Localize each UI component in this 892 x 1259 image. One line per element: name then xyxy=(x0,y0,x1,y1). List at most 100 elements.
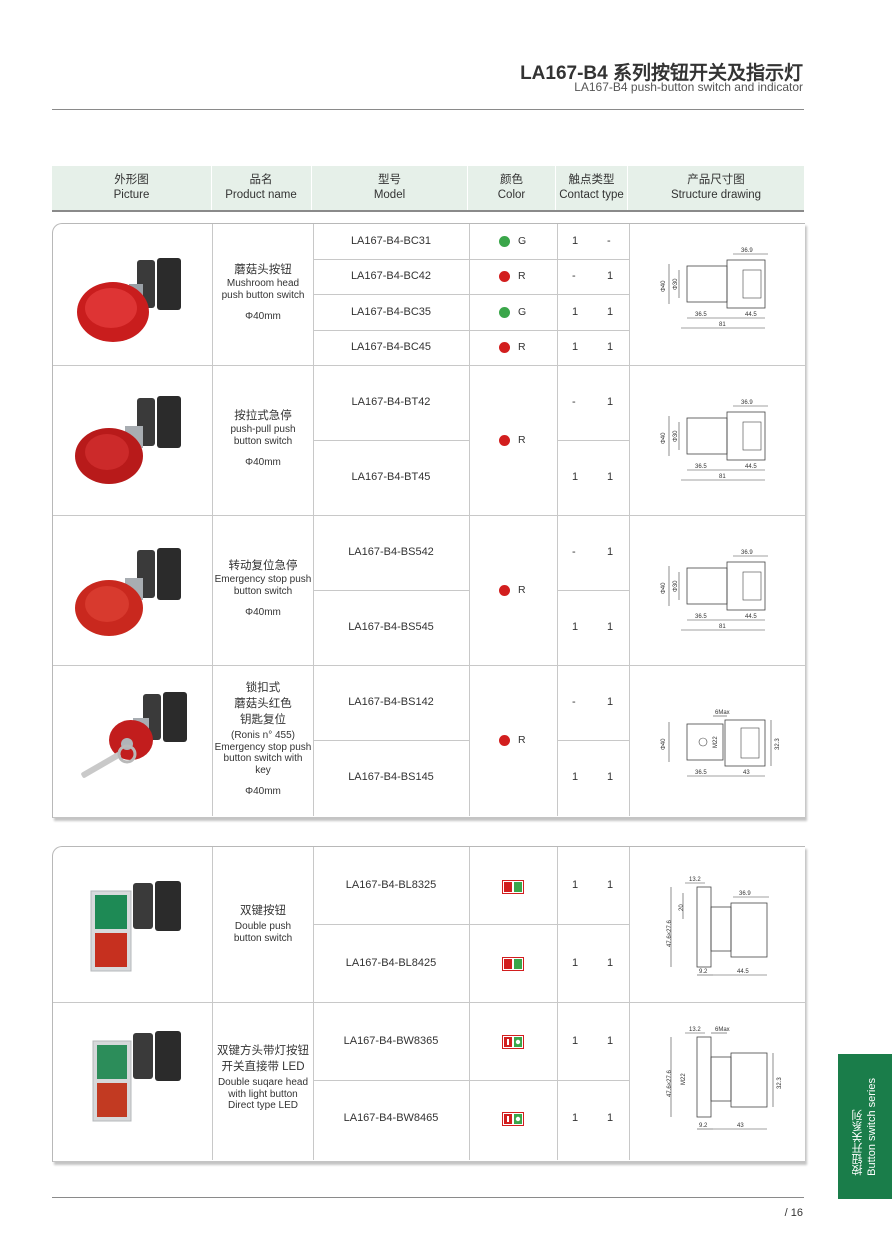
model-number: LA167-B4-BS542 xyxy=(348,546,434,558)
dim-label: 13.2 xyxy=(689,877,701,883)
col-picture: 外形图 Picture xyxy=(52,166,212,210)
col-divider xyxy=(212,224,213,816)
red-dot-icon xyxy=(499,270,510,282)
product-name-en: Direct type LED xyxy=(227,1100,299,1111)
col-contact: 触点类型 Contact type xyxy=(556,166,628,210)
contact-nc: 1 xyxy=(607,957,614,969)
double-push-button-image xyxy=(90,881,181,972)
col-name-cn: 品名 xyxy=(249,174,273,186)
product-name-double-push: 双键按钮 Double push button switch xyxy=(213,903,313,944)
col-name-en: Product name xyxy=(225,189,297,201)
model-number: LA167-B4-BC35 xyxy=(350,306,432,318)
col-color-cn: 颜色 xyxy=(500,174,523,186)
col-model-en: Model xyxy=(373,189,406,201)
structure-drawing-double-led: 13.2 6Max 47.6×27.6 M22 32.3 9.2 43 xyxy=(667,1027,783,1130)
structure-drawing-mushroom: 36.9 36.5 44.5 81 Φ40 Φ30 xyxy=(661,248,768,329)
dim-label: 9.2 xyxy=(699,1123,708,1129)
contact-nc: 1 xyxy=(607,546,614,558)
contact-nc: 1 xyxy=(607,306,614,318)
product-name-cn: 蘑菇头按钮 xyxy=(234,264,292,276)
model-number: LA167-B4-BS145 xyxy=(348,771,434,783)
color-indicator: R xyxy=(499,734,526,746)
model-number: LA167-B4-BS545 xyxy=(348,621,434,633)
col-divider xyxy=(629,224,630,816)
col-drawing-cn: 产品尺寸图 xyxy=(687,174,745,186)
color-indicator: R xyxy=(499,584,526,596)
product-name-cn: 蘑菇头红色 xyxy=(234,698,292,710)
product-name-en: button switch with xyxy=(223,753,303,764)
dim-label: 43 xyxy=(743,770,750,776)
col-contact-cn: 触点类型 xyxy=(568,174,615,186)
product-name-en: Double push xyxy=(234,921,292,932)
col-model-cn: 型号 xyxy=(378,174,401,186)
red-green-led-button-icon xyxy=(502,1112,524,1126)
col-divider xyxy=(313,224,314,816)
dim-label: M22 xyxy=(681,1073,687,1085)
contact-no: 1 xyxy=(572,1112,579,1124)
row-divider xyxy=(557,590,629,591)
dim-label: 32.3 xyxy=(775,738,781,750)
model-number: LA167-B4-BL8425 xyxy=(345,957,437,969)
col-divider xyxy=(469,224,470,816)
col-divider xyxy=(557,847,558,1160)
col-divider xyxy=(212,847,213,1160)
contact-no: - xyxy=(572,696,576,708)
dim-label: 36.9 xyxy=(741,400,753,406)
group-divider xyxy=(53,665,805,666)
product-name-cn: 按拉式急停 xyxy=(234,410,292,422)
dim-label: Φ30 xyxy=(673,278,679,290)
contact-nc: - xyxy=(607,235,611,247)
product-name-en: button switch xyxy=(233,932,293,944)
dim-label: 20 xyxy=(679,904,685,911)
product-name-cn: 开关直接带 LED xyxy=(221,1061,305,1073)
dim-label: 6Max xyxy=(715,710,730,716)
contact-no: 1 xyxy=(572,771,579,783)
product-name-mushroom: 蘑菇头按钮 Mushroom head push button switch Φ… xyxy=(213,262,313,323)
dim-label: 36.5 xyxy=(695,614,707,620)
row-divider xyxy=(313,440,469,441)
row-divider xyxy=(313,259,629,260)
group-divider xyxy=(53,515,805,516)
red-dot-icon xyxy=(499,341,510,353)
product-name-en: push-pull push xyxy=(230,424,296,435)
product-size: Φ40mm xyxy=(245,311,281,322)
color-indicator: G xyxy=(499,235,526,247)
emergency-stop-button-image xyxy=(75,548,181,636)
contact-nc: 1 xyxy=(607,1112,614,1124)
product-name-en: with light button xyxy=(228,1088,298,1100)
dim-label: 9.2 xyxy=(699,969,708,975)
structure-drawing-key-reset: 6Max 36.5 43 Φ40 M22 32.3 xyxy=(661,710,781,777)
push-pull-button-image xyxy=(75,396,181,484)
contact-nc: 1 xyxy=(607,1035,614,1047)
side-tab-en: Button switch series xyxy=(866,1077,878,1176)
col-contact-en: Contact type xyxy=(559,189,624,201)
col-picture-cn: 外形图 xyxy=(114,174,149,186)
contact-no: 1 xyxy=(572,879,579,891)
row-divider xyxy=(557,440,629,441)
model-number: LA167-B4-BW8365 xyxy=(343,1035,439,1047)
dim-label: Φ40 xyxy=(661,432,667,444)
model-number: LA167-B4-BT42 xyxy=(351,396,431,408)
contact-nc: 1 xyxy=(607,771,614,783)
product-name-cn: 转动复位急停 xyxy=(228,560,298,572)
dim-label: 36.9 xyxy=(741,550,753,556)
dim-label: 44.5 xyxy=(745,464,757,470)
product-name-en: Emergency stop push xyxy=(214,574,312,585)
page-number: / 16 xyxy=(784,1207,803,1219)
color-code: R xyxy=(518,584,526,596)
contact-nc: 1 xyxy=(607,396,614,408)
col-model: 型号 Model xyxy=(312,166,468,210)
page-subtitle: LA167-B4 push-button switch and indicato… xyxy=(574,80,803,94)
red-dot-icon xyxy=(499,584,510,596)
structure-drawing-push-pull: 36.9 36.5 44.5 81 Φ40 Φ30 xyxy=(661,400,768,481)
model-number: LA167-B4-BC45 xyxy=(350,341,432,353)
col-divider xyxy=(313,847,314,1160)
col-divider xyxy=(629,847,630,1160)
color-code: R xyxy=(518,734,526,746)
side-tab-cn: 按钮开关系列 xyxy=(852,1109,864,1176)
group-divider xyxy=(53,365,805,366)
product-name-en: button switch xyxy=(233,435,293,447)
product-size: Φ40mm xyxy=(245,786,281,797)
color-indicator: R xyxy=(499,270,526,282)
header-divider xyxy=(52,109,804,110)
